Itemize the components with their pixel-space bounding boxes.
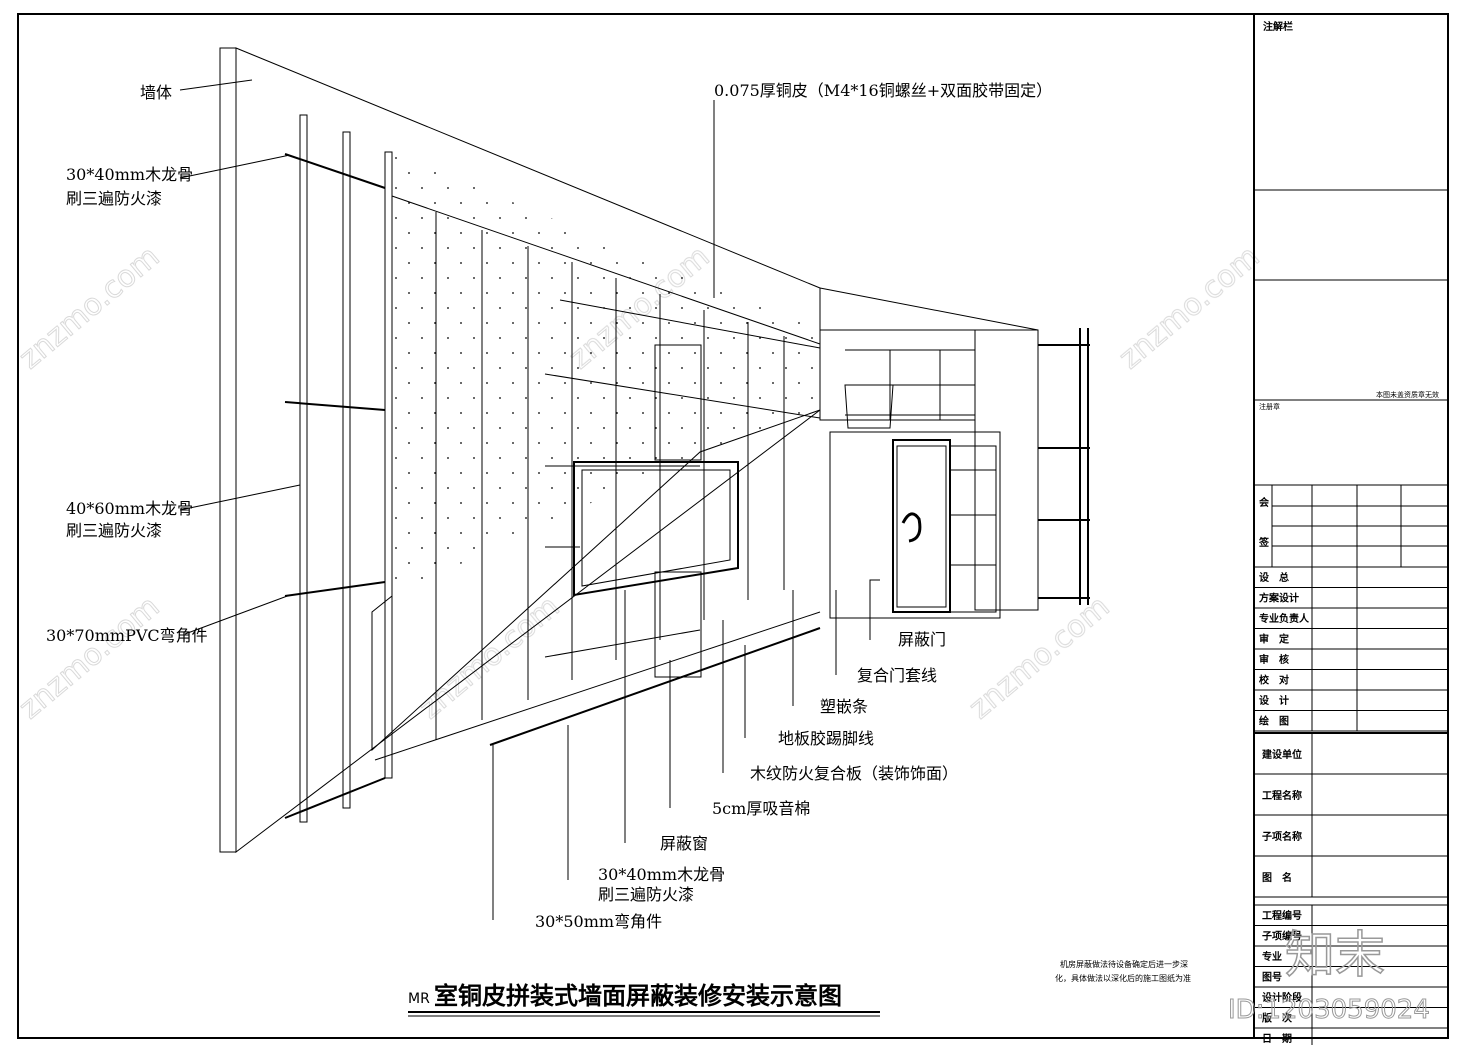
label-wall: 墙体 (140, 83, 172, 102)
left-keels (284, 114, 393, 823)
role-label: 专业负责人 (1259, 612, 1310, 625)
stamp-note: 本图未盖资质章无效 (1376, 390, 1439, 399)
shield-door (829, 431, 1001, 619)
label-pvc-bracket: 30*70mmPVC弯角件 (46, 626, 208, 645)
sheet-border (17, 13, 1449, 1039)
label-shield-door: 屏蔽门 (898, 630, 946, 649)
watermark-text-4: znzmo.com (13, 589, 167, 726)
label-keel-40x60-l2: 刷三遍防火漆 (66, 521, 162, 540)
label-copper-skin: 0.075厚铜皮（M4*16铜螺丝+双面胶带固定） (714, 81, 1052, 100)
id-watermark: ID:1203059024 (1228, 995, 1430, 1025)
brand-watermark: 知末 (1285, 926, 1385, 984)
meta-label: 专业 (1262, 950, 1282, 963)
label-shield-window: 屏蔽窗 (660, 834, 708, 853)
countersign-1: 会 (1259, 496, 1269, 509)
isometric-wall-drawing (219, 47, 1090, 854)
label-skirting: 地板胶踢脚线 (778, 729, 874, 748)
acoustic-cotton-upper (654, 344, 702, 461)
label-keel-40x60-l1: 40*60mm木龙骨 (66, 499, 193, 518)
label-door-frame: 复合门套线 (857, 666, 937, 685)
label-keel-30x40-l2: 刷三遍防火漆 (66, 189, 162, 208)
title-prefix: MR (408, 991, 430, 1007)
label-plastic-strip: 塑嵌条 (820, 697, 868, 716)
role-label: 设 计 (1259, 694, 1289, 707)
role-label: 方案设计 (1259, 592, 1299, 605)
meta-label: 工程编号 (1262, 909, 1302, 922)
field-label: 建设单位 (1261, 748, 1302, 761)
label-acoustic-cotton: 5cm厚吸音棉 (712, 799, 810, 818)
shield-window (573, 461, 739, 597)
footnote-line-1: 机房屏蔽做法待设备确定后进一步深 (1060, 959, 1188, 969)
meta-label: 子项编号 (1262, 930, 1302, 943)
callout-labels: 墙体 0.075厚铜皮（M4*16铜螺丝+双面胶带固定） 30*40mm木龙骨 … (46, 81, 1052, 931)
label-keel-30x40-l1: 30*40mm木龙骨 (66, 165, 193, 184)
field-label: 子项名称 (1262, 830, 1302, 843)
countersign-2: 签 (1258, 536, 1270, 549)
role-label: 审 核 (1259, 653, 1289, 666)
field-label: 工程名称 (1262, 789, 1302, 802)
footnote-line-2: 化，具体做法以深化后的施工图纸为准 (1055, 973, 1191, 983)
acoustic-cotton-lower (654, 571, 702, 678)
title-text: 室铜皮拼装式墙面屏蔽装修安装示意图 (434, 982, 842, 1010)
copper-panel-grid (371, 152, 821, 761)
role-label: 绘 图 (1259, 715, 1289, 728)
label-keel-bottom-l1: 30*40mm木龙骨 (598, 865, 725, 884)
acoustic-cotton-corner (844, 384, 894, 429)
meta-label: 图号 (1262, 972, 1282, 984)
leader-lines (179, 79, 880, 920)
role-label: 设 总 (1259, 571, 1289, 584)
label-wood-panel: 木纹防火复合板（装饰饰面） (750, 764, 958, 783)
drawing-title: MR 室铜皮拼装式墙面屏蔽装修安装示意图 (408, 982, 880, 1017)
watermark-text-3: znzmo.com (1113, 239, 1267, 376)
role-label: 校 对 (1259, 674, 1289, 687)
label-keel-bottom-l2: 刷三遍防火漆 (598, 885, 694, 904)
role-label: 审 定 (1259, 633, 1289, 646)
wall-slab-edge (219, 47, 237, 853)
meta-label: 设计阶段 (1262, 991, 1302, 1004)
field-label: 图 名 (1262, 871, 1292, 884)
watermark-text-1: znzmo.com (13, 239, 167, 376)
meta-label: 日 期 (1262, 1032, 1292, 1045)
annotation-header: 注解栏 (1263, 20, 1293, 33)
meta-label: 版 次 (1262, 1012, 1292, 1025)
registration-stamp: 注册章 (1259, 402, 1280, 411)
label-bracket-30x50: 30*50mm弯角件 (535, 912, 662, 931)
right-wall (819, 328, 1090, 611)
